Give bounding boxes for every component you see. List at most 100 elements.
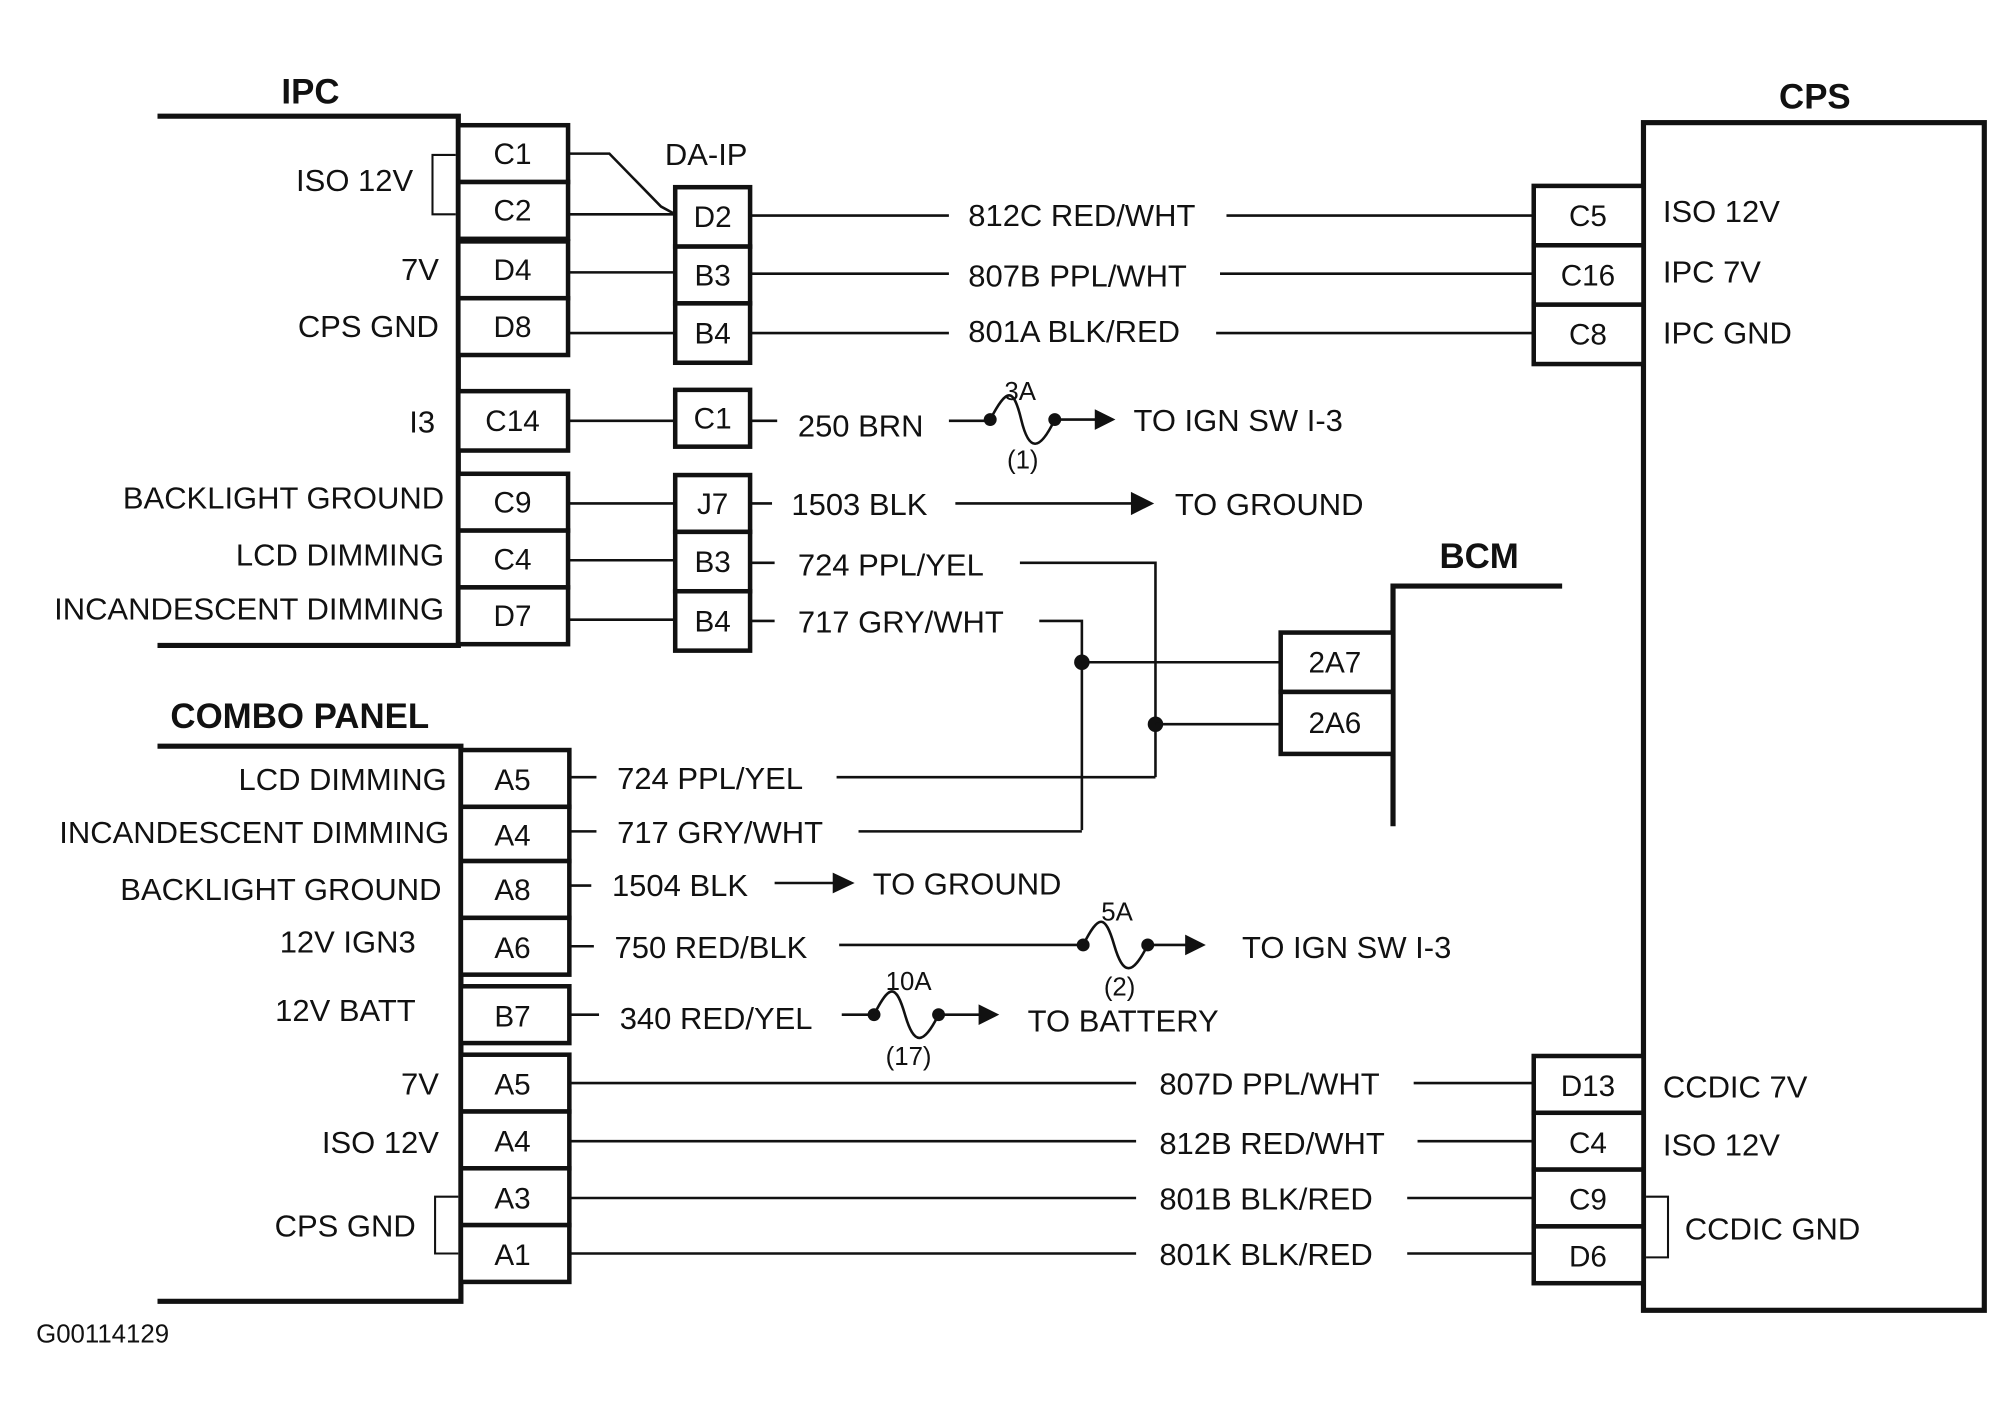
cps-pin-label: IPC 7V bbox=[1663, 255, 1761, 290]
circuit-label: 717 GRY/WHT bbox=[617, 815, 823, 850]
arrow-icon bbox=[1185, 934, 1206, 956]
ipc-pin: C4 bbox=[494, 543, 532, 576]
circuit-label: 1504 BLK bbox=[612, 868, 748, 903]
da-ip-title: DA-IP bbox=[665, 137, 748, 172]
ipc-pin-label: I3 bbox=[409, 404, 435, 439]
destination-label: TO GROUND bbox=[873, 867, 1062, 902]
circuit-label: 724 PPL/YEL bbox=[798, 548, 984, 583]
bcm-pin: 2A7 bbox=[1309, 647, 1362, 680]
fuse-number: (2) bbox=[1104, 973, 1136, 1001]
wire-segment bbox=[1019, 561, 1157, 778]
combo-pin-label: INCANDESCENT DIMMING bbox=[59, 815, 449, 850]
da-ip-pin: B4 bbox=[694, 317, 730, 350]
da-ip-pin: B3 bbox=[694, 546, 730, 579]
destination-label: TO GROUND bbox=[1175, 487, 1364, 522]
da-ip-pin: B3 bbox=[694, 259, 730, 292]
ipc-connector: C1 C2 D4 D8 C14 C9 C4 D7 bbox=[456, 122, 571, 647]
diagram-id: G00114129 bbox=[36, 1321, 169, 1349]
combo-pin: A6 bbox=[494, 932, 530, 965]
cps-gnd-bracket bbox=[1646, 1195, 1670, 1259]
combo-pin: B7 bbox=[494, 1000, 530, 1033]
combo-pin-label: ISO 12V bbox=[322, 1125, 439, 1160]
combo-pin: A1 bbox=[494, 1239, 530, 1272]
cps-pin-label: IPC GND bbox=[1663, 315, 1792, 350]
arrow-icon bbox=[832, 872, 855, 894]
wire-segment bbox=[1039, 619, 1084, 831]
combo-gnd-label: CPS GND bbox=[275, 1209, 416, 1244]
ipc-pin: C9 bbox=[494, 487, 532, 520]
circuit-label: 750 RED/BLK bbox=[615, 930, 808, 965]
combo-panel-connector: A5 A4 A8 A6 B7 A5 A4 A3 A1 bbox=[458, 747, 572, 1285]
bcm-title: BCM bbox=[1439, 537, 1518, 576]
combo-pin: A5 bbox=[494, 1069, 530, 1102]
ipc-title: IPC bbox=[281, 72, 339, 111]
fuse-icon bbox=[1076, 920, 1155, 970]
cps-pin: C16 bbox=[1561, 259, 1615, 292]
circuit-label: 250 BRN bbox=[798, 408, 924, 443]
circuit-label: 340 RED/YEL bbox=[620, 1001, 813, 1036]
cps-pin-label: ISO 12V bbox=[1663, 194, 1780, 229]
cps-pin-label: CCDIC 7V bbox=[1663, 1069, 1808, 1104]
splice-icon bbox=[1074, 654, 1090, 670]
arrow-icon bbox=[1130, 491, 1155, 516]
combo-panel-title: COMBO PANEL bbox=[170, 697, 429, 736]
ipc-pin: C1 bbox=[494, 138, 532, 171]
ipc-outline bbox=[157, 113, 461, 649]
cps-gnd-label: CCDIC GND bbox=[1685, 1211, 1861, 1246]
ipc-pin: D8 bbox=[494, 311, 532, 344]
circuit-label: 801K BLK/RED bbox=[1159, 1237, 1372, 1272]
destination-label: TO IGN SW I-3 bbox=[1242, 930, 1451, 965]
ipc-iso-bracket bbox=[431, 153, 456, 216]
circuit-label: 1503 BLK bbox=[791, 487, 927, 522]
cps-pin: C5 bbox=[1569, 200, 1607, 233]
da-ip-pin: D2 bbox=[694, 201, 732, 234]
cps-pin: C9 bbox=[1569, 1184, 1607, 1217]
combo-pin: A4 bbox=[494, 1126, 530, 1159]
fuse-rating: 10A bbox=[886, 968, 933, 996]
combo-pin: A5 bbox=[494, 764, 530, 797]
ipc-pin: D7 bbox=[494, 600, 532, 633]
cps-pin: D13 bbox=[1561, 1070, 1615, 1103]
ipc-pin-label: LCD DIMMING bbox=[236, 537, 444, 572]
bcm-outline bbox=[1390, 583, 1563, 827]
wire-c1-d2 bbox=[568, 152, 676, 216]
ipc-pin-label: CPS GND bbox=[298, 309, 439, 344]
da-ip-connector: D2 B3 B4 C1 J7 B3 B4 bbox=[672, 184, 753, 653]
destination-label: TO BATTERY bbox=[1028, 1003, 1219, 1038]
fuse-icon bbox=[867, 990, 946, 1039]
fuse-number: (1) bbox=[1007, 447, 1039, 475]
cps-title: CPS bbox=[1779, 77, 1851, 116]
cps-pin: C8 bbox=[1569, 319, 1607, 352]
combo-gnd-bracket bbox=[434, 1195, 459, 1255]
da-ip-pin: B4 bbox=[694, 605, 730, 638]
arrow-icon bbox=[978, 1004, 1000, 1026]
circuit-label: 801A BLK/RED bbox=[968, 314, 1180, 349]
ipc-pin: C14 bbox=[485, 405, 539, 438]
fuse-number: (17) bbox=[886, 1043, 932, 1071]
bcm-pin: 2A6 bbox=[1309, 707, 1362, 740]
fuse-rating: 5A bbox=[1101, 898, 1133, 926]
combo-pin-label: 7V bbox=[401, 1067, 439, 1102]
destination-label: TO IGN SW I-3 bbox=[1134, 403, 1343, 438]
ipc-pin-label: 7V bbox=[401, 252, 439, 287]
bcm-connector: 2A7 2A6 bbox=[1278, 630, 1396, 757]
arrow-icon bbox=[1094, 409, 1116, 430]
fuse-rating: 3A bbox=[1004, 378, 1036, 406]
circuit-label: 812C RED/WHT bbox=[968, 198, 1195, 233]
combo-pin-label: 12V BATT bbox=[275, 993, 416, 1028]
combo-pin-label: 12V IGN3 bbox=[280, 925, 416, 960]
ipc-pin: D4 bbox=[494, 254, 532, 287]
cps-pin-label: ISO 12V bbox=[1663, 1127, 1780, 1162]
combo-pin: A3 bbox=[494, 1182, 530, 1215]
da-ip-pin: J7 bbox=[697, 488, 728, 521]
combo-pin: A8 bbox=[494, 874, 530, 907]
cps-pin: C4 bbox=[1569, 1127, 1607, 1160]
combo-pin-label: LCD DIMMING bbox=[239, 762, 447, 797]
ipc-pin-label: INCANDESCENT DIMMING bbox=[54, 592, 444, 627]
da-ip-pin: C1 bbox=[694, 403, 732, 436]
circuit-label: 724 PPL/YEL bbox=[617, 761, 803, 796]
cps-top-connector: C5 C16 C8 bbox=[1531, 183, 1646, 367]
cps-outline bbox=[1640, 120, 1987, 1313]
combo-pin-label: BACKLIGHT GROUND bbox=[120, 872, 441, 907]
